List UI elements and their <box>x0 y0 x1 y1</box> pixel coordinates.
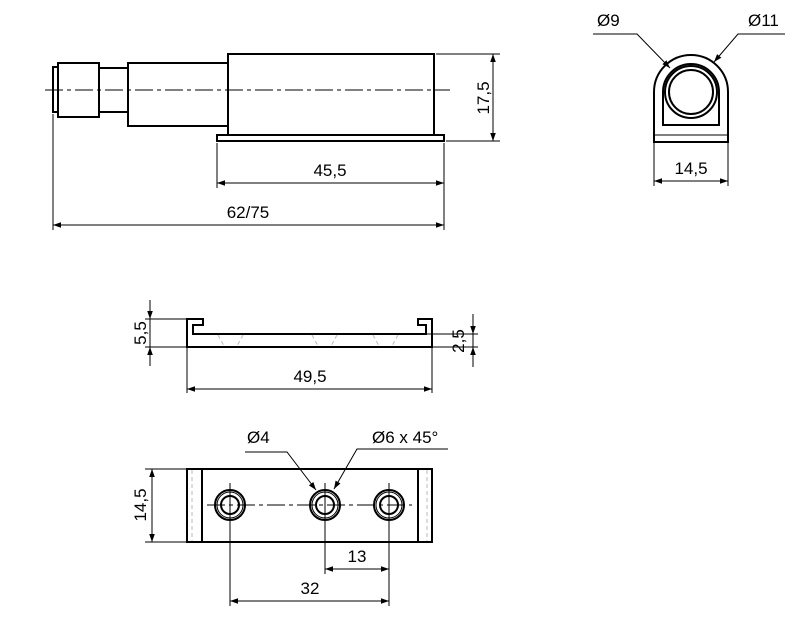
outer-diameter-label: Ø11 <box>748 11 779 30</box>
width-label: 14,5 <box>674 159 707 178</box>
housing-outline <box>653 54 729 143</box>
plate-profile <box>186 318 433 348</box>
total-length-label: 62/75 <box>227 203 270 222</box>
pocket-outline <box>662 63 720 126</box>
countersink-label: Ø6 x 45° <box>372 428 438 447</box>
hole-spacing-large-label: 32 <box>301 579 320 598</box>
piston-cylinder <box>127 62 229 127</box>
hidden-countersinks <box>217 334 399 347</box>
countersink-leader <box>333 448 448 490</box>
hole-label: Ø4 <box>247 428 270 447</box>
outer-diameter-leader <box>713 33 785 63</box>
housing-flange <box>216 134 445 142</box>
width-label: 14,5 <box>131 488 150 521</box>
inner-diameter-leader <box>593 33 671 69</box>
inner-diameter-label: Ø9 <box>597 11 620 30</box>
length-label: 49,5 <box>293 367 326 386</box>
plate-top-view: 14,5 Ø4 Ø6 x 45° 13 32 <box>131 428 448 606</box>
housing-body <box>227 53 435 136</box>
plate-profile-view: 5,5 2,5 49,5 <box>131 300 478 393</box>
end-view: Ø9 Ø11 14,5 <box>593 11 785 186</box>
outer-circle <box>664 65 718 119</box>
height-label: 17,5 <box>474 81 493 114</box>
hole-spacing-small-label: 13 <box>348 547 367 566</box>
side-view: 17,5 45,5 62/75 <box>45 53 500 230</box>
inner-circle <box>668 69 714 115</box>
plate-outline <box>186 468 433 543</box>
base-height-label: 2,5 <box>449 329 468 353</box>
hole-leader <box>245 451 317 491</box>
total-height-label: 5,5 <box>131 321 150 345</box>
flange-length-label: 45,5 <box>313 161 346 180</box>
